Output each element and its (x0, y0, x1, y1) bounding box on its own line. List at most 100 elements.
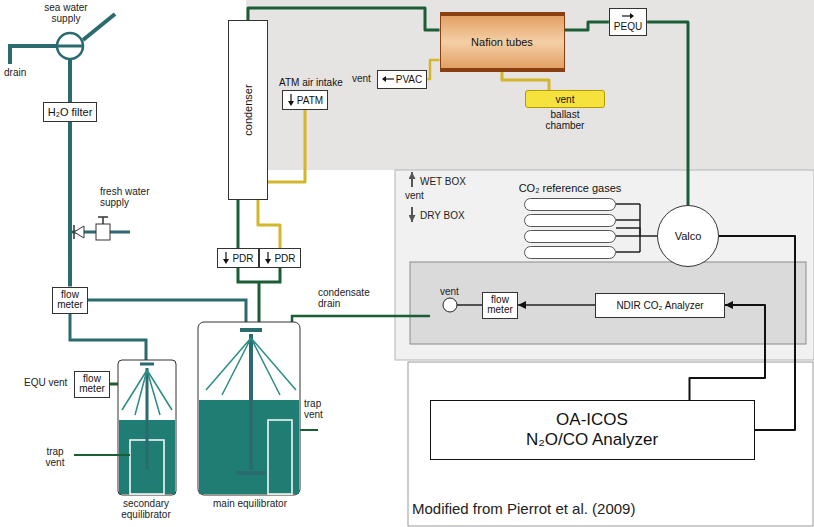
node-text: PVAC (396, 74, 423, 85)
part-label: fresh water supply (100, 186, 162, 208)
water-pipe (88, 300, 246, 324)
flow-meter: flow meter (52, 287, 88, 314)
analyzer-panel (408, 362, 813, 526)
check-valve (73, 225, 75, 239)
node-text: CO₂ reference gases (519, 182, 622, 194)
node-text: OA-ICOS N₂O/CO Analyzer (517, 410, 667, 451)
part-label: DRY BOX (420, 210, 465, 221)
pipe-connector (258, 200, 280, 248)
trap (268, 420, 292, 494)
reference-gas-cylinders: CO₂ reference gases (524, 198, 616, 259)
pipe-connector (248, 8, 440, 30)
node-text: flow meter (485, 295, 515, 316)
wet-box-lower-panel (395, 170, 814, 360)
trap-vent-pipe (300, 429, 318, 431)
pressure-sensor: PDR (259, 248, 300, 268)
condensate-drain-line (292, 316, 430, 324)
pipe-connector (647, 22, 688, 205)
valve-bore (58, 45, 82, 48)
spray-head (140, 364, 154, 470)
arrow-head (630, 13, 634, 19)
vent-symbol (443, 298, 457, 312)
gas-cylinder (524, 230, 616, 243)
node-text: flow meter (55, 290, 85, 311)
spray (122, 370, 172, 415)
node-text: PATM (297, 95, 323, 106)
analyzer-box: OA-ICOS N₂O/CO Analyzer (430, 400, 755, 460)
gas-cylinder (524, 198, 616, 211)
wet-box-panel (246, 0, 814, 170)
gas-return-pipe (238, 267, 280, 324)
part-label: main equilibrator (205, 498, 295, 509)
valve-circle: Valco (657, 205, 719, 267)
arrow-shaft (226, 252, 227, 260)
ballast-chamber: ventballast chamber (525, 90, 605, 108)
arrow-symbol (622, 12, 634, 20)
pipe-connector (616, 228, 657, 236)
filter-box: H₂O filter (43, 102, 98, 122)
node-text: PEQU (614, 21, 642, 32)
main-equilibrator (198, 322, 300, 495)
nafion-dryer: Nafion tubes (440, 12, 565, 72)
arrow-symbol (222, 252, 230, 264)
arrow-shaft (268, 252, 269, 260)
part-label: trap vent (40, 446, 70, 468)
arrow-head (288, 101, 294, 106)
pressure-sensor: PDR (217, 248, 258, 268)
gas-cylinder (524, 214, 616, 227)
check-valve (74, 226, 84, 238)
pressure-sensor: PVAC (377, 70, 428, 89)
node-text: PDR (232, 253, 253, 264)
part-label: vent (405, 190, 424, 201)
water-pipe (70, 313, 146, 362)
dry-box-panel (410, 262, 806, 344)
pipe-connector (427, 60, 439, 79)
vent-line (457, 304, 482, 306)
node-text: Nafion tubes (471, 36, 533, 48)
pipe-connector (68, 122, 72, 286)
arrow-shaft (290, 94, 291, 102)
pressure-sensor: ATM air intakePATM (282, 90, 328, 110)
condenser-box: condenser (228, 20, 268, 200)
spray (206, 338, 296, 395)
node-text: NDIR CO₂ Analyzer (616, 300, 703, 311)
arrow-symbol (382, 75, 394, 83)
arrow-head (265, 259, 271, 264)
part-label: condensate drain (318, 287, 382, 309)
arrow-head (223, 259, 229, 264)
part-label: EQU vent (24, 377, 68, 388)
secondary-equilibrator (118, 360, 176, 495)
supply-valve (57, 33, 83, 59)
part-label: secondary equilibrator (104, 498, 188, 520)
node-text: flow meter (77, 374, 107, 395)
part-label: vent (352, 73, 371, 84)
trap-vent-pipe (74, 454, 130, 456)
node-text: Valco (675, 230, 702, 242)
valve-handle (98, 217, 108, 224)
supply-pipe (83, 14, 115, 40)
arrow-symbol (264, 252, 272, 264)
pressure-sensor: PEQU (609, 8, 647, 36)
part-label: vent (440, 286, 459, 297)
part-label: trap vent (304, 398, 336, 420)
node-text: ballast chamber (539, 109, 591, 131)
flow-meter: flow meter (482, 292, 518, 319)
node-text: vent (556, 94, 575, 105)
part-label: sea water supply (40, 2, 92, 24)
source-caption: Modified from Pierrot et al. (2009) (412, 500, 635, 517)
analyzer-box: NDIR CO₂ Analyzer (595, 293, 725, 318)
part-label: WET BOX (420, 176, 466, 187)
pipe-connector (502, 72, 549, 90)
pipe-connector (690, 305, 766, 400)
spray-head (236, 330, 266, 473)
dry-box-arrow (411, 207, 413, 222)
flow-meter: flow meter (74, 371, 110, 398)
node-text: H₂O filter (48, 106, 93, 118)
pipe-connector (518, 304, 595, 306)
arrow-symbol (287, 94, 295, 106)
drain-pipe (10, 46, 57, 64)
arrow-shaft (622, 15, 631, 16)
gas-cylinder (524, 246, 616, 259)
fresh-water-valve (96, 224, 110, 240)
node-text: PDR (274, 253, 295, 264)
